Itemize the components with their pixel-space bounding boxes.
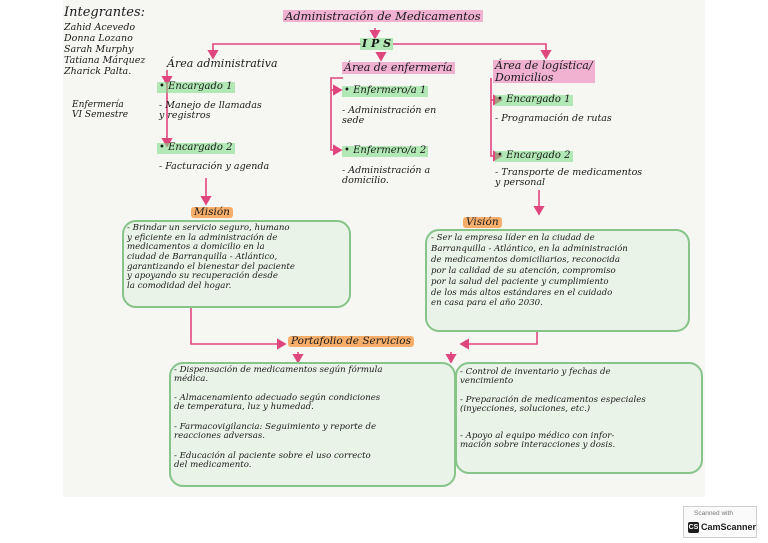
integrantes-heading: Integrantes: bbox=[64, 5, 146, 20]
log-task-rutas: - Programación de rutas bbox=[495, 113, 612, 124]
vision-label: Visión bbox=[463, 216, 502, 229]
handwritten-concept-map: Integrantes: Zahid Acevedo Donna Lozano … bbox=[63, 0, 705, 497]
enf-task-domicilio: - Administración a domicilio. bbox=[342, 165, 431, 186]
service-farmacovigilancia: - Farmacovigilancia: Seguimiento y repor… bbox=[174, 422, 377, 442]
area-logistica-heading: Área de logística/ Domicilios bbox=[493, 59, 595, 84]
arrow-enf-to-enf2 bbox=[330, 90, 343, 156]
area-enfermeria-heading: Área de enfermería bbox=[342, 61, 455, 74]
arrow-log-to-enc2 bbox=[490, 100, 503, 162]
mision-text: - Brindar un servicio seguro, humano y e… bbox=[127, 223, 295, 291]
admin-encargado-2: • Encargado 2 bbox=[157, 142, 235, 154]
integrantes-names: Zahid Acevedo Donna Lozano Sarah Murphy … bbox=[64, 22, 146, 77]
area-administrativa-heading: Área administrativa bbox=[167, 57, 278, 70]
service-dispensacion: - Dispensación de medicamentos según fór… bbox=[174, 365, 383, 385]
center-node-ips: I P S bbox=[360, 37, 394, 50]
portafolio-left-cloud bbox=[169, 362, 456, 487]
connector-arrows bbox=[161, 28, 552, 364]
arrow-vision-to-portafolio bbox=[459, 330, 538, 350]
enfermero-2: • Enfermero/a 2 bbox=[342, 145, 429, 157]
admin-encargado-1: • Encargado 1 bbox=[157, 81, 235, 93]
mision-cloud bbox=[122, 220, 351, 308]
integrantes-course: Enfermería VI Semestre bbox=[72, 100, 129, 121]
enf-task-sede: - Administración en sede bbox=[342, 105, 437, 126]
map-title: Administración de Medicamentos bbox=[283, 9, 483, 23]
scanner-brand: CamScanner bbox=[701, 522, 757, 532]
service-inventario: - Control de inventario y fechas de venc… bbox=[460, 367, 611, 387]
portafolio-right-cloud bbox=[455, 362, 703, 474]
arrow-ips-to-admin bbox=[207, 43, 361, 60]
log-task-transporte: - Transporte de medicamentos y personal bbox=[495, 167, 643, 188]
camscanner-logo-icon: CS bbox=[688, 522, 699, 533]
arrow-mision-to-portafolio bbox=[190, 306, 287, 350]
service-preparacion: - Preparación de medicamentos especiales… bbox=[460, 395, 646, 415]
arrow-ips-to-logistica bbox=[393, 43, 552, 60]
service-almacenamiento: - Almacenamiento adecuado según condicio… bbox=[174, 393, 381, 413]
scanner-caption: Scanned with bbox=[694, 510, 734, 517]
enfermero-1: • Enfermero/a 1 bbox=[342, 85, 429, 97]
vision-cloud bbox=[425, 229, 690, 332]
service-apoyo: - Apoyo al equipo médico con infor- maci… bbox=[460, 431, 616, 451]
admin-task-llamadas: - Manejo de llamadas y registros bbox=[159, 100, 262, 121]
logistica-encargado-2: • Encargado 2 bbox=[495, 150, 573, 162]
arrow-enf-to-enf1 bbox=[330, 77, 343, 96]
camscanner-watermark: Scanned with CS CamScanner bbox=[683, 506, 757, 538]
logistica-encargado-1: • Encargado 1 bbox=[495, 94, 573, 106]
admin-task-facturacion: - Facturación y agenda bbox=[159, 161, 270, 172]
portafolio-label: Portafolio de Servicios bbox=[288, 335, 414, 348]
vision-text: - Ser la empresa líder en la ciudad de B… bbox=[431, 233, 628, 309]
mision-label: Misión bbox=[191, 206, 233, 219]
service-educacion: - Educación al paciente sobre el uso cor… bbox=[174, 451, 371, 471]
